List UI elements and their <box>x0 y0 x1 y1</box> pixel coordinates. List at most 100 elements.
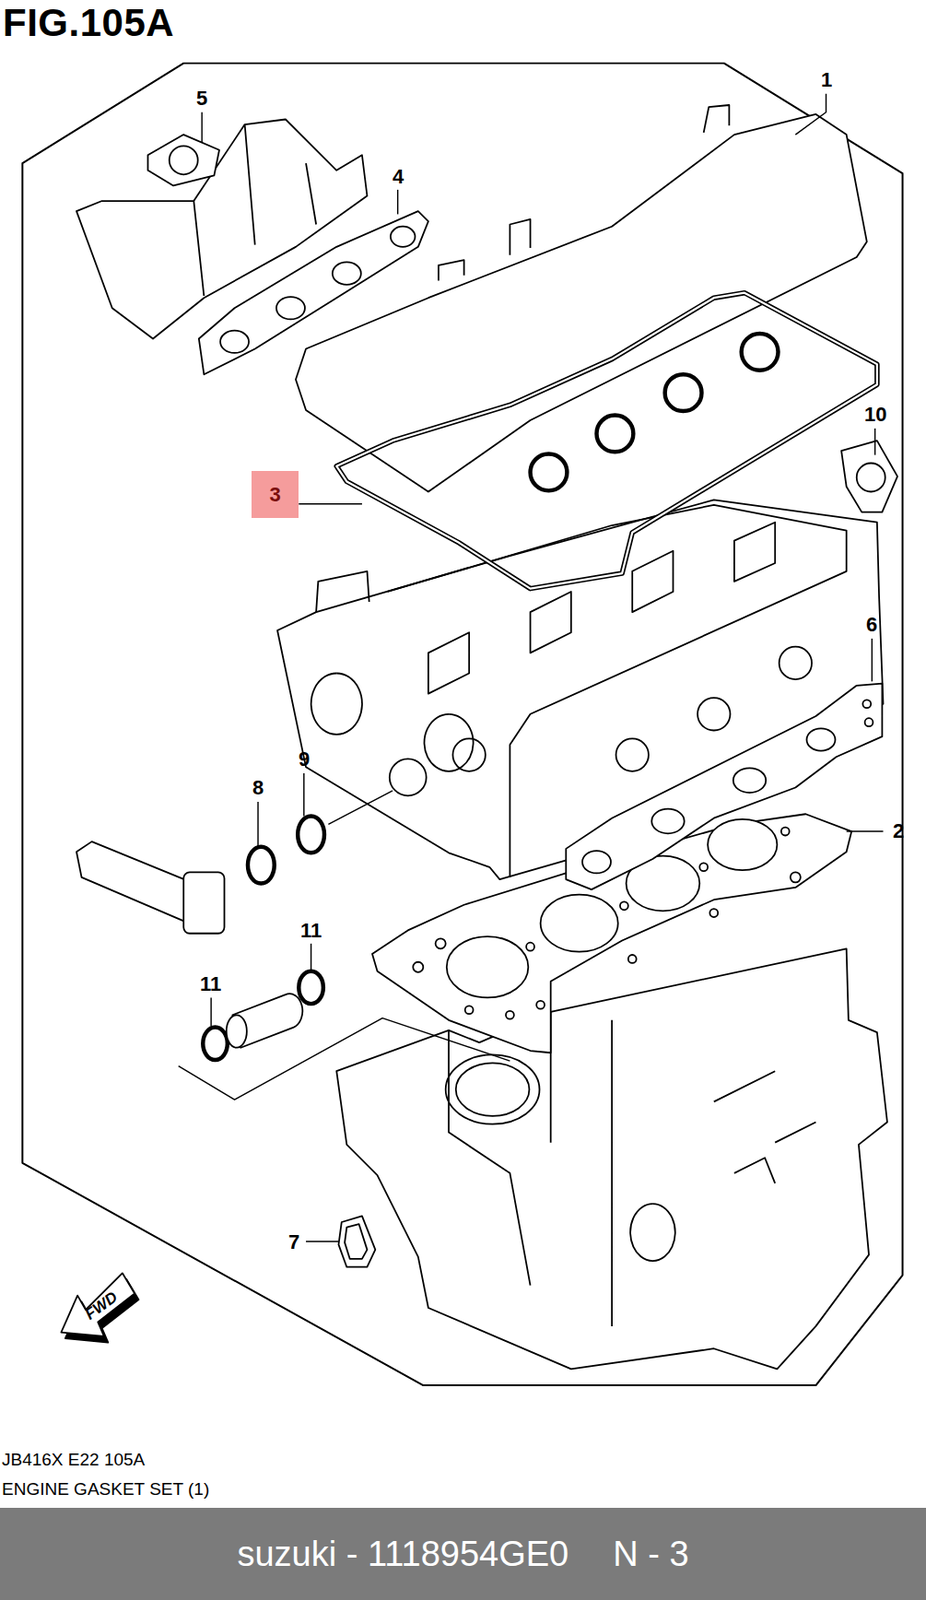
engine-block-part <box>445 1054 540 1124</box>
valve-cover-part <box>295 114 868 493</box>
intake-gasket-part <box>276 296 305 319</box>
o-ring-part <box>202 1027 228 1060</box>
exhaust-gasket-part <box>651 808 684 834</box>
fwd-arrow <box>60 1272 139 1342</box>
throttle-gasket-part <box>147 134 219 186</box>
cylinder-head-part <box>277 499 883 880</box>
leader-line-part <box>846 830 884 832</box>
diagram-code: JB416X E22 105A <box>1 1450 145 1470</box>
head-gasket-part-part <box>526 942 535 951</box>
node-text: 3 <box>269 482 281 507</box>
exhaust-gasket-part <box>582 850 611 873</box>
valve-cover-gasket-part <box>530 333 779 491</box>
callout-number: 11 <box>300 919 322 942</box>
water-pipe <box>76 841 224 934</box>
cylinder-head <box>277 499 883 880</box>
head-gasket-part-part <box>699 862 708 871</box>
callout-number: 10 <box>864 403 887 426</box>
leader-line <box>178 93 884 1242</box>
leader-line-part <box>257 801 258 847</box>
engine-block-part <box>456 1062 530 1116</box>
valve-cover-gasket-part <box>336 293 878 589</box>
valve-cover-gasket-part-part <box>530 454 568 492</box>
callout-number: 5 <box>196 87 208 110</box>
callout-number: 6 <box>866 613 878 636</box>
o-ring <box>202 815 325 1060</box>
part-number-band: suzuki - 1118954GE0 N - 3 <box>0 1507 926 1600</box>
cylinder-head-part <box>779 646 812 680</box>
exhaust-gasket-part <box>807 727 836 751</box>
callout-number: 8 <box>252 776 264 799</box>
head-gasket-part-part <box>709 908 718 917</box>
o-ring-part <box>297 815 325 853</box>
callout-number: 9 <box>298 748 310 771</box>
exhaust-gasket-part <box>862 699 871 708</box>
intake-gasket-part <box>220 330 249 353</box>
exhaust-gasket-part <box>865 717 874 727</box>
outlet-gasket <box>841 440 898 512</box>
head-gasket-part <box>446 936 529 997</box>
callout-number: 2 <box>892 820 904 843</box>
o-ring-part <box>298 971 324 1004</box>
valve-cover-gasket-part-part <box>596 414 633 452</box>
head-gasket-part <box>540 894 619 952</box>
engine-block-part <box>336 948 888 1369</box>
callout-number: 4 <box>392 165 404 188</box>
node-text: suzuki - 1118954GE0 <box>236 1534 569 1574</box>
engine-block <box>336 948 888 1369</box>
node-text: N - 3 <box>612 1534 689 1574</box>
head-gasket-part-part <box>628 954 637 963</box>
diagram-name: ENGINE GASKET SET (1) <box>1 1479 210 1500</box>
callout-number: 7 <box>288 1230 300 1254</box>
head-gasket-part-part <box>536 1000 545 1009</box>
cylinder-head-part <box>311 673 474 772</box>
leader-line-part <box>871 638 873 681</box>
frame-outline <box>22 63 903 1385</box>
cylinder-head-part <box>697 697 730 730</box>
leader-line-part <box>305 1240 339 1242</box>
exhaust-gasket <box>565 683 882 891</box>
head-gasket-part-part <box>505 1010 515 1020</box>
engine-block-part <box>550 1011 817 1326</box>
valve-cover-gasket-part-part <box>741 333 779 371</box>
intake-gasket <box>199 210 429 375</box>
leader-line-part <box>874 428 876 456</box>
valve-cover-gasket-part <box>336 293 878 589</box>
thermostat-gasket <box>338 1215 376 1266</box>
leader-line-part <box>310 943 312 972</box>
leader-line-part <box>298 503 363 505</box>
head-gasket-part-part <box>412 961 423 973</box>
exhaust-gasket-part <box>733 767 766 793</box>
figure-title: FIG.105A <box>2 1 175 45</box>
pipe-sleeve <box>226 993 304 1048</box>
cylinder-head-part <box>316 504 847 878</box>
leader-line-part <box>397 189 399 215</box>
exhaust-gasket-part <box>565 683 882 891</box>
intake-gasket-part <box>390 226 416 247</box>
leader-line-part <box>795 93 826 135</box>
head-gasket-part-part <box>790 871 801 882</box>
outlet-gasket-part <box>856 463 886 493</box>
leader-line-part <box>304 773 393 824</box>
cylinder-head-part <box>389 758 427 796</box>
head-gasket-part-part <box>435 937 446 949</box>
highlight-callout: 3 <box>251 470 299 518</box>
leader-line-part <box>210 996 211 1026</box>
thermostat-gasket-part <box>338 1215 376 1266</box>
thermostat-gasket-part <box>344 1223 367 1259</box>
callout-number: 1 <box>820 69 833 92</box>
fwd-arrow-part <box>60 1272 135 1337</box>
pipe-sleeve-part <box>226 1014 247 1047</box>
leader-line-part <box>178 1018 511 1101</box>
intake-gasket-part <box>199 210 429 375</box>
valve-cover <box>295 105 868 492</box>
head-gasket-part-part <box>781 827 790 836</box>
cylinder-head-part <box>452 738 485 771</box>
valve-cover-gasket <box>336 293 878 589</box>
intake-gasket-part <box>332 261 362 284</box>
head-gasket-part <box>707 819 777 870</box>
gasket-illustration-part <box>22 63 903 1385</box>
cylinder-head-part <box>616 738 649 771</box>
